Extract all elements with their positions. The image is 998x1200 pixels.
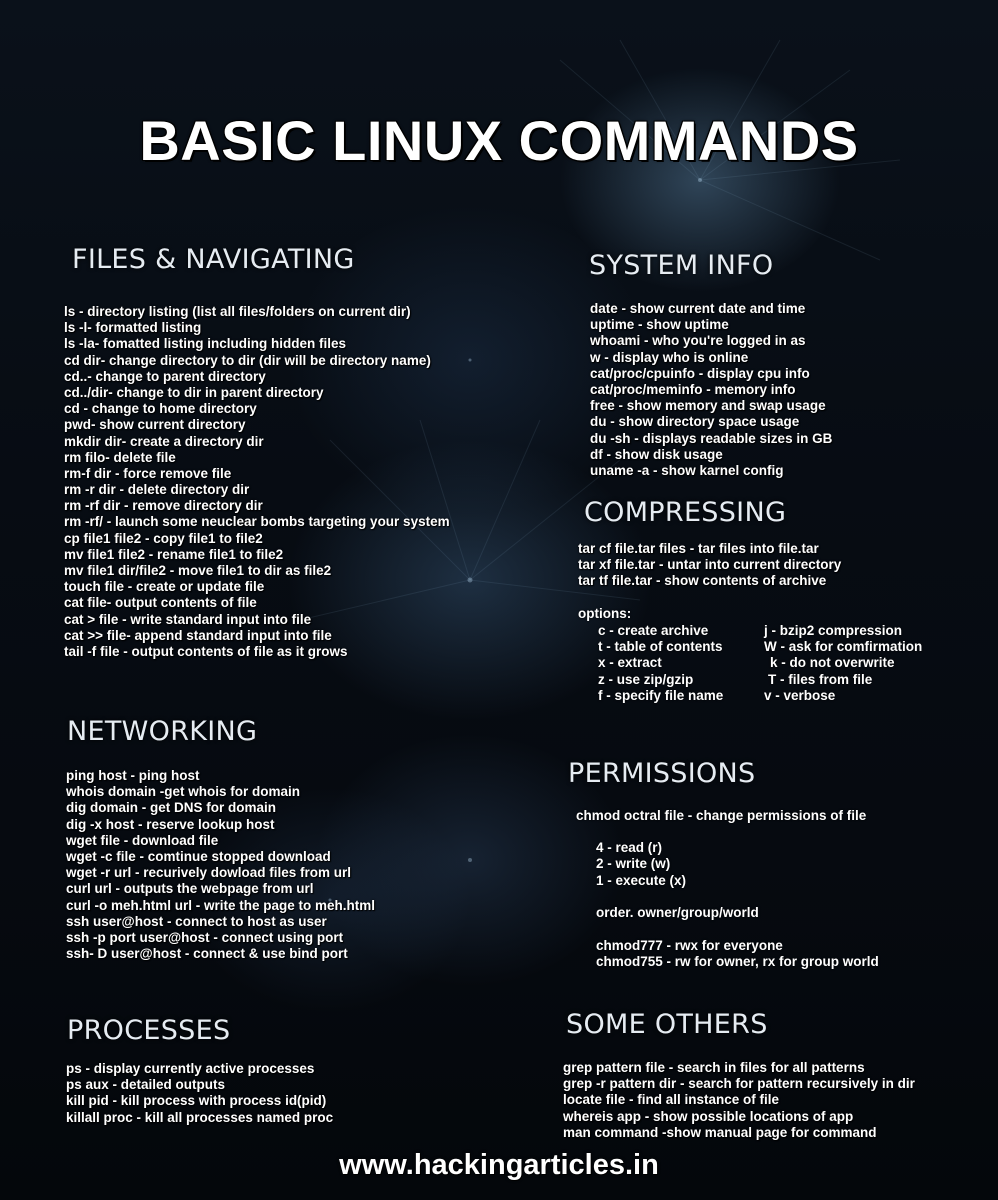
- list-item: k - do not overwrite: [770, 655, 895, 671]
- list-item: mv file1 dir/file2 - move file1 to dir a…: [64, 563, 332, 578]
- list-item: date - show current date and time: [590, 301, 806, 316]
- list-item: curl url - outputs the webpage from url: [66, 881, 314, 897]
- list-item: cat file- output contents of file: [64, 595, 257, 611]
- list-item: dig -x host - reserve lookup host: [66, 816, 275, 832]
- list-item: cd - change to home directory: [64, 401, 257, 417]
- list-item: ls -l- formatted listing: [64, 320, 202, 336]
- list-item: wget -r url - recurively dowload files f…: [66, 865, 352, 881]
- list-item: ps aux - detailed outputs: [66, 1077, 226, 1093]
- perm-chmod777: chmod777 - rwx for everyone: [596, 938, 783, 953]
- list-item: T - files from file: [768, 671, 873, 687]
- list-item: free - show memory and swap usage: [590, 398, 826, 414]
- networking-list: ping host - ping host whois domain -get …: [66, 768, 375, 962]
- list-item: v - verbose: [764, 687, 836, 703]
- list-item: W - ask for comfirmation: [764, 639, 923, 655]
- system-info-heading: SYSTEM INFO: [589, 250, 774, 281]
- list-item: locate file - find all instance of file: [563, 1092, 780, 1108]
- list-item: tar xf file.tar - untar into current dir…: [578, 557, 842, 573]
- list-item: tar tf file.tar - show contents of archi…: [578, 573, 827, 589]
- list-item: c - create archive: [598, 623, 709, 638]
- chmod-description: chmod octral file - change permissions o…: [576, 808, 867, 823]
- permissions-heading: PERMISSIONS: [568, 758, 756, 789]
- list-item: cat > file - write standard input into f…: [64, 611, 312, 627]
- list-item: tail -f file - output contents of file a…: [64, 643, 348, 659]
- list-item: killall proc - kill all processes named …: [66, 1109, 334, 1125]
- list-item: cp file1 file2 - copy file1 to file2: [64, 530, 263, 546]
- list-item: z - use zip/gzip: [598, 671, 694, 687]
- files-navigating-heading: FILES & NAVIGATING: [72, 244, 355, 275]
- options-right-column: j - bzip2 compression W - ask for comfir…: [764, 623, 922, 704]
- list-item: tar cf file.tar files - tar files into f…: [578, 541, 819, 556]
- list-item: cat/proc/cpuinfo - display cpu info: [590, 365, 810, 381]
- list-item: x - extract: [598, 655, 662, 671]
- some-others-list: grep pattern file - search in files for …: [563, 1060, 915, 1141]
- options-label: options:: [578, 606, 632, 621]
- list-item: touch file - create or update file: [64, 579, 265, 595]
- list-item: rm -rf dir - remove directory dir: [64, 498, 263, 514]
- list-item: whoami - who you're logged in as: [590, 333, 806, 349]
- perm-read: 4 - read (r): [596, 840, 663, 855]
- list-item: mkdir dir- create a directory dir: [64, 433, 264, 449]
- list-item: dig domain - get DNS for domain: [66, 800, 276, 816]
- perm-chmod755: chmod755 - rw for owner, rx for group wo…: [596, 954, 879, 969]
- list-item: ssh- D user@host - connect & use bind po…: [66, 946, 348, 962]
- compressing-heading: COMPRESSING: [584, 497, 787, 528]
- perm-order: order. owner/group/world: [596, 905, 759, 920]
- list-item: whois domain -get whois for domain: [66, 784, 301, 800]
- list-item: ping host - ping host: [66, 768, 200, 783]
- list-item: ls -la- fomatted listing including hidde…: [64, 336, 347, 352]
- list-item: rm filo- delete file: [64, 449, 176, 465]
- list-item: kill pid - kill process with process id(…: [66, 1093, 327, 1109]
- files-navigating-list: ls - directory listing (list all files/f…: [64, 304, 450, 660]
- some-others-heading: SOME OTHERS: [566, 1009, 768, 1040]
- list-item: wget file - download file: [66, 832, 219, 848]
- list-item: j - bzip2 compression: [764, 623, 903, 638]
- list-item: cd..- change to parent directory: [64, 368, 266, 384]
- networking-heading: NETWORKING: [67, 716, 258, 747]
- list-item: cat/proc/meminfo - memory info: [590, 381, 796, 397]
- list-item: du -sh - displays readable sizes in GB: [590, 430, 833, 446]
- list-item: cd dir- change directory to dir (dir wil…: [64, 352, 431, 368]
- page-title: BASIC LINUX COMMANDS: [139, 109, 859, 172]
- list-item: ssh user@host - connect to host as user: [66, 913, 327, 929]
- list-item: rm -r dir - delete directory dir: [64, 482, 250, 498]
- list-item: curl -o meh.html url - write the page to…: [66, 897, 376, 913]
- list-item: t - table of contents: [598, 639, 723, 655]
- list-item: f - specify file name: [598, 687, 724, 703]
- processes-heading: PROCESSES: [67, 1015, 231, 1046]
- perm-write: 2 - write (w): [596, 856, 671, 871]
- list-item: uname -a - show karnel config: [590, 462, 784, 478]
- list-item: cat >> file- append standard input into …: [64, 627, 332, 643]
- list-item: grep pattern file - search in files for …: [563, 1060, 865, 1075]
- list-item: man command -show manual page for comman…: [563, 1124, 877, 1140]
- list-item: grep -r pattern dir - search for pattern…: [563, 1076, 915, 1092]
- website-url: www.hackingarticles.in: [339, 1149, 659, 1181]
- list-item: rm-f dir - force remove file: [64, 465, 232, 481]
- list-item: ls - directory listing (list all files/f…: [64, 304, 411, 319]
- processes-list: ps - display currently active processes …: [66, 1061, 333, 1126]
- options-left-column: c - create archive t - table of contents…: [598, 623, 723, 704]
- list-item: ps - display currently active processes: [66, 1061, 315, 1076]
- list-item: rm -rf/ - launch some neuclear bombs tar…: [64, 514, 450, 530]
- system-info-list: date - show current date and time uptime…: [590, 301, 832, 479]
- list-item: du - show directory space usage: [590, 414, 800, 430]
- list-item: w - display who is online: [590, 349, 749, 365]
- list-item: ssh -p port user@host - connect using po…: [66, 929, 344, 945]
- perm-execute: 1 - execute (x): [596, 873, 687, 888]
- list-item: pwd- show current directory: [64, 417, 246, 433]
- list-item: uptime - show uptime: [590, 317, 729, 333]
- list-item: df - show disk usage: [590, 446, 723, 462]
- list-item: wget -c file - comtinue stopped download: [66, 848, 331, 864]
- list-item: cd../dir- change to dir in parent direct…: [64, 384, 324, 400]
- list-item: mv file1 file2 - rename file1 to file2: [64, 546, 284, 562]
- list-item: whereis app - show possible locations of…: [563, 1108, 854, 1124]
- compressing-list: tar cf file.tar files - tar files into f…: [578, 541, 841, 590]
